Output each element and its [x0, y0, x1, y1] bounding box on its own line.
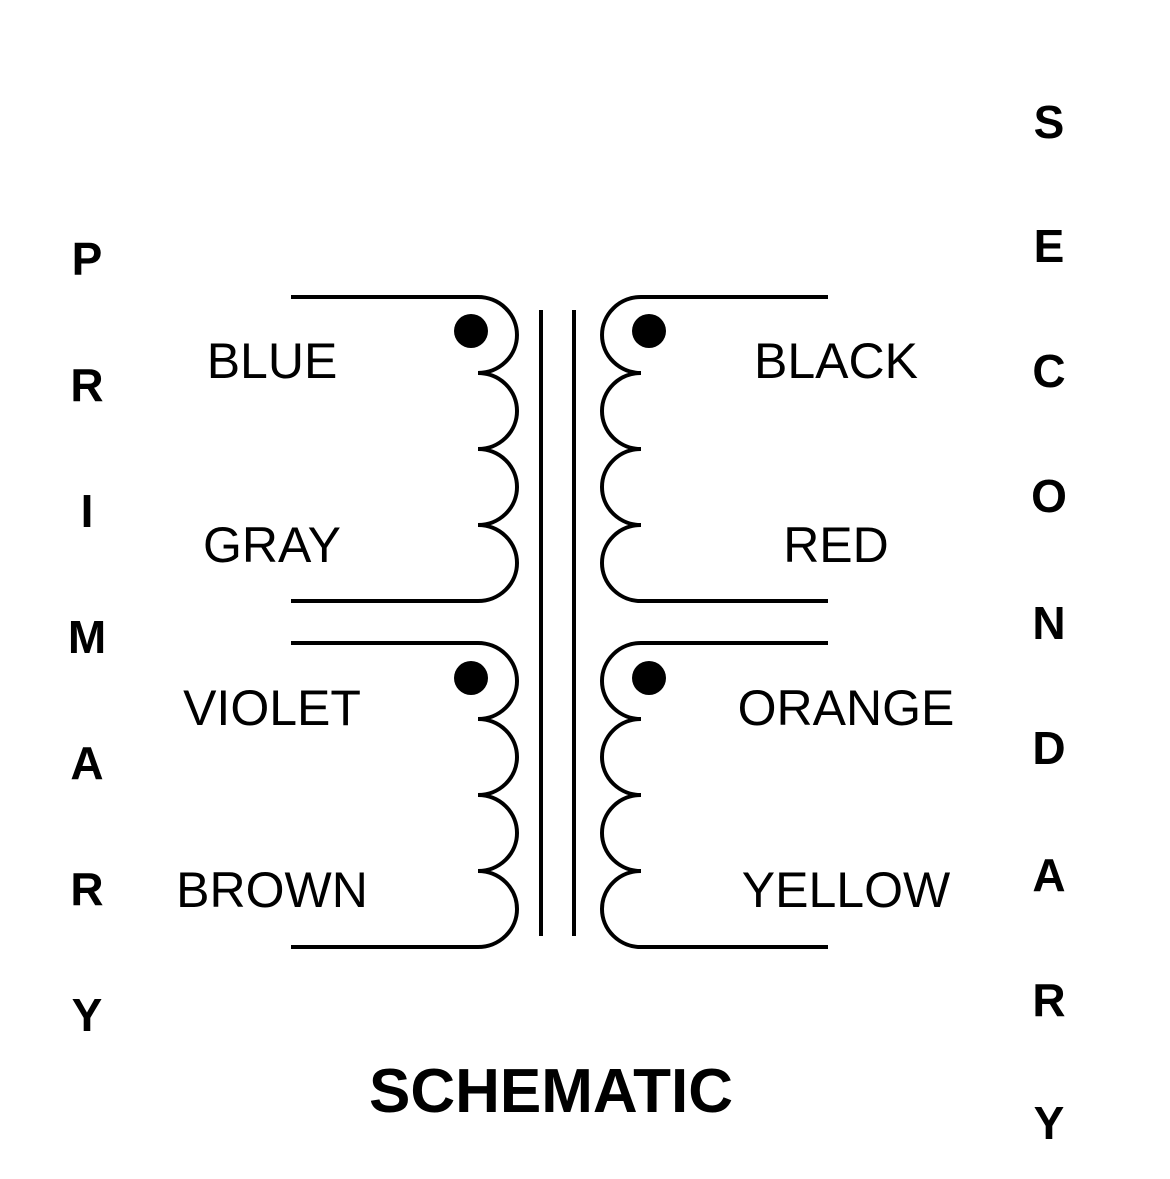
wire-label-black: BLACK: [754, 333, 918, 389]
secondary-winding-2-coil-icon: [600, 641, 642, 949]
primary-letter: R: [70, 863, 103, 915]
primary-letter: R: [70, 359, 103, 411]
schematic-title: SCHEMATIC: [369, 1057, 733, 1126]
polarity-dot-icon: [632, 661, 666, 695]
polarity-dot-icon: [454, 661, 488, 695]
wire-label-gray: GRAY: [203, 517, 341, 573]
secondary-winding-2: ORANGE YELLOW: [600, 641, 955, 949]
primary-letter: P: [72, 233, 103, 285]
primary-winding-2-coil-icon: [477, 641, 519, 949]
primary-winding-2: VIOLET BROWN: [176, 641, 519, 949]
secondary-letter: N: [1032, 597, 1065, 649]
wire-label-orange: ORANGE: [738, 680, 955, 736]
secondary-letter: E: [1034, 220, 1065, 272]
primary-letter: A: [70, 737, 103, 789]
polarity-dot-icon: [632, 314, 666, 348]
secondary-letter: Y: [1034, 1097, 1065, 1149]
secondary-winding-1: BLACK RED: [600, 295, 918, 603]
primary-letter: M: [68, 611, 106, 663]
primary-label: P R I M A R Y: [68, 233, 106, 1041]
secondary-letter: S: [1034, 96, 1065, 148]
primary-letter: I: [81, 485, 94, 537]
secondary-label: S E C O N D A R Y: [1031, 96, 1067, 1149]
secondary-winding-1-coil-icon: [600, 295, 642, 603]
wire-label-yellow: YELLOW: [742, 862, 951, 918]
secondary-letter: C: [1032, 345, 1065, 397]
primary-winding-1: BLUE GRAY: [203, 295, 519, 603]
wire-label-brown: BROWN: [176, 862, 368, 918]
secondary-letter: A: [1032, 849, 1065, 901]
transformer-core: [539, 310, 576, 936]
primary-winding-1-coil-icon: [477, 295, 519, 603]
wire-label-red: RED: [783, 517, 889, 573]
secondary-letter: O: [1031, 470, 1067, 522]
secondary-letter: R: [1032, 974, 1065, 1026]
primary-letter: Y: [72, 989, 103, 1041]
polarity-dot-icon: [454, 314, 488, 348]
secondary-letter: D: [1032, 722, 1065, 774]
wire-label-blue: BLUE: [207, 333, 338, 389]
wire-label-violet: VIOLET: [183, 680, 361, 736]
